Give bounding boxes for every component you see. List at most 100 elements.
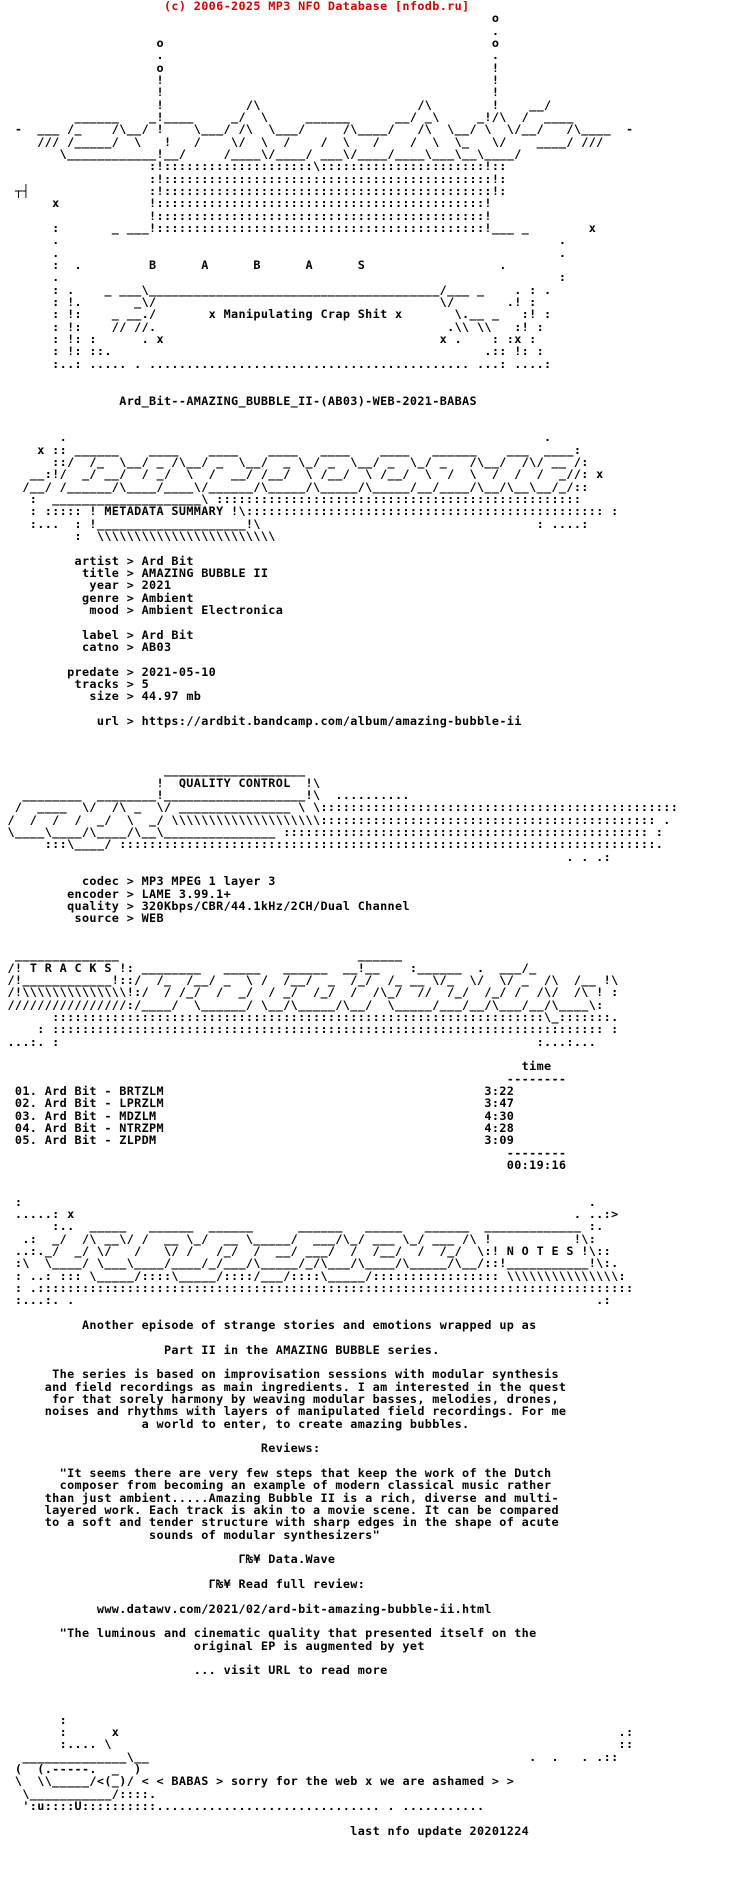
track-row: 01. Ard Bit - BRTZLM 3:22 — [0, 1085, 736, 1097]
section-title-line: /! T R A C K S !: ________ _____ ______ … — [0, 960, 537, 975]
meta-row: size > 44.97 mb — [0, 689, 202, 704]
notes-text-line: original EP is augmented by yet — [0, 1639, 736, 1652]
notes-intro-line: Another episode of strange stories and e… — [81, 1318, 537, 1333]
blank-line — [0, 370, 736, 382]
quality-row: source > WEB — [0, 911, 164, 926]
art-tracks-line: ::::::::::::::::::::::::::::::::::::::::… — [0, 1009, 619, 1024]
notes-text-line: Γ₨¥ Data.Wave — [0, 1553, 736, 1565]
quality-quality-value: 320Kbps/CBR/44.1kHz/2CH/Dual Channel — [141, 898, 410, 913]
art-notes-line: : .:::::::::::::::::::::::::::::::::::::… — [0, 1281, 634, 1296]
blank-line — [0, 1689, 736, 1701]
review-quote-line: "The luminous and cinematic quality that… — [59, 1626, 537, 1641]
tracks-total-row: 00:19:16 — [0, 1159, 736, 1171]
art-notes-line: .....: x . ..:> — [0, 1207, 619, 1222]
meta-catno-value: AB03 — [141, 640, 172, 655]
art-logo-line: x !:::::::::::::::::::::::::::::::::::::… — [0, 196, 492, 211]
meta-row: catno > AB03 — [0, 640, 172, 655]
meta-artist-value: Ard Bit — [141, 553, 194, 568]
notes-text-line: for that sorely harmony by weaving modul… — [0, 1393, 736, 1405]
art-logo-line: . : — [0, 270, 567, 285]
track-time: 4:28 — [484, 1120, 515, 1135]
art-logo-line: . . — [0, 48, 500, 63]
art-logo-line: !:::::::::::::::::::::::::::::::::::::::… — [0, 208, 492, 223]
notes-text-line: a world to enter, to create amazing bubb… — [0, 1418, 736, 1430]
art-quality-line: . . .: — [0, 849, 612, 864]
art-metadata-line: ::/ /_ \__/ _ /\__/ _ \__/ _ \_/ _ \__/ … — [0, 455, 589, 470]
art-logo-line: o ! — [0, 60, 500, 75]
art-metadata-line: . . — [0, 430, 552, 445]
art-quality-line: :::\____/ ::::::::::::::::::::::::::::::… — [0, 837, 664, 852]
notes-text-line: layered work. Each track is akin to a mo… — [0, 1504, 736, 1516]
review-quote-line: composer from becoming an example of mod… — [59, 1478, 552, 1493]
reviews-label: Reviews: — [260, 1441, 321, 1456]
art-logo-line: ______ _!____ _/ \ ______ __/ _\ _!/\ / … — [0, 109, 574, 124]
art-metadata-line: __:!/ _/ __/ / _/ \ / __/ /__/ \ /__/ \ … — [0, 467, 604, 482]
meta-row: year > 2021 — [0, 578, 172, 593]
art-footer-line: :.... \ :: — [0, 1737, 634, 1752]
metadata-section-title: METADATA SUMMARY — [104, 504, 224, 519]
meta-genre-value: Ambient — [141, 590, 194, 605]
art-quality-line: ___________________ — [0, 763, 306, 778]
track-number: 05. — [14, 1133, 38, 1148]
art-logo-line: . — [0, 23, 500, 38]
release-name: Ard_Bit--AMAZING_BUBBLE_II-(AB03)-WEB-20… — [119, 393, 477, 408]
section-title-line: ..:._/ _/ \/ / \/ / /_/ / __/ ___/ / /__… — [0, 1244, 612, 1259]
notes-text-line: ... visit URL to read more — [0, 1664, 736, 1676]
art-tracks-line: ...:. : :...:... — [0, 1034, 597, 1049]
notes-text-line: and field recordings as main ingredients… — [0, 1381, 736, 1393]
meta-row: title > AMAZING BUBBLE II — [0, 566, 269, 581]
track-row: 03. Ard Bit - MDZLM 4:30 — [0, 1108, 736, 1123]
art-logo-line: : !. _\/ \/ .! : — [0, 294, 537, 309]
tagline-line: : !: _ __./ x Manipulating Crap Shit x \… — [0, 307, 552, 322]
notes-text-line: Part II in the AMAZING BUBBLE series. — [0, 1344, 736, 1356]
track-time: 4:30 — [484, 1108, 515, 1123]
notes-text-line: Another episode of strange stories and e… — [0, 1319, 736, 1331]
track-number: 02. — [14, 1096, 38, 1111]
notes-text-line: to a soft and tender structure with shar… — [0, 1516, 736, 1528]
notes-text-line: The series is based on improvisation ses… — [0, 1368, 736, 1380]
art-logo-line: :..: ..... . ...........................… — [0, 356, 552, 371]
tagline: x Manipulating Crap Shit x — [208, 307, 403, 322]
review-quote-line: layered work. Each track is akin to a mo… — [44, 1503, 559, 1518]
art-footer-line: : — [0, 1712, 68, 1727]
review-quote-line: than just ambient.....Amazing Bubble II … — [44, 1490, 559, 1505]
tracks-total-time: 00:19:16 — [506, 1157, 567, 1172]
art-logo-line: ┬┤ :!:::::::::::::::::::::::::::::::::::… — [0, 183, 507, 198]
blank-line — [0, 616, 736, 628]
review-url: www.datawv.com/2021/02/ard-bit-amazing-b… — [96, 1601, 492, 1616]
blank-line — [0, 542, 736, 554]
art-footer-line: ______________\__ . . . .:: — [0, 1749, 619, 1764]
art-tracks-line: /!____________!::/ /_ /__/ _ \ / /__/ _ … — [0, 972, 619, 987]
track-row: 04. Ard Bit - NTRZPM 4:28 — [0, 1122, 736, 1134]
release-name-line: Ard_Bit--AMAZING_BUBBLE_II-(AB03)-WEB-20… — [0, 393, 736, 408]
art-tracks-line: ////////////////:/____/ \______/ \__/\__… — [0, 997, 604, 1012]
meta-row: mood > Ambient Electronica — [0, 603, 284, 618]
art-footer-line: ':u::::U::::::::::......................… — [0, 1798, 485, 1813]
meta-year-value: 2021 — [141, 578, 172, 593]
art-logo-line: ! ! — [0, 85, 500, 100]
art-logo-line: : !: : . x x . : :x : — [0, 331, 537, 346]
blank-line — [0, 727, 736, 739]
section-title-line: ! QUALITY CONTROL !\ — [0, 775, 321, 790]
art-notes-line: :...:. . .: — [0, 1293, 612, 1308]
blank-line — [0, 925, 736, 937]
art-notes-line: :.. _____ ______ ______ ______ _____ ___… — [0, 1219, 604, 1234]
notes-text-line: "The luminous and cinematic quality that… — [0, 1627, 736, 1639]
notes-text-line: than just ambient.....Amazing Bubble II … — [0, 1492, 736, 1504]
notes-paragraph-line: a world to enter, to create amazing bubb… — [141, 1416, 470, 1431]
meta-size-value: 44.97 mb — [141, 689, 202, 704]
quality-section-title: QUALITY CONTROL — [178, 775, 291, 790]
last-update-line: last nfo update 20201224 — [0, 1824, 736, 1837]
tracks-section-title: T R A C K S — [29, 960, 112, 975]
art-notes-line: : . — [0, 1194, 597, 1209]
meta-mood-value: Ambient Electronica — [141, 603, 284, 618]
track-number: 04. — [14, 1120, 38, 1135]
review-source: Γ₨¥ Data.Wave — [238, 1552, 336, 1567]
quality-encoder-value: LAME 3.99.1+ — [141, 886, 232, 901]
blank-line — [0, 653, 736, 665]
notes-text-line: noises and rhythms with layers of manipu… — [0, 1405, 736, 1417]
art-footer-line: \___________/::::. — [0, 1786, 157, 1801]
art-logo-line: . . — [0, 245, 567, 260]
copyright-header: (c) 2006-2025 MP3 NFO Database [nfodb.ru… — [0, 0, 736, 12]
art-metadata-line: : \\\\\\\\\\\\\\\\\\\\\\\\ — [0, 529, 276, 544]
